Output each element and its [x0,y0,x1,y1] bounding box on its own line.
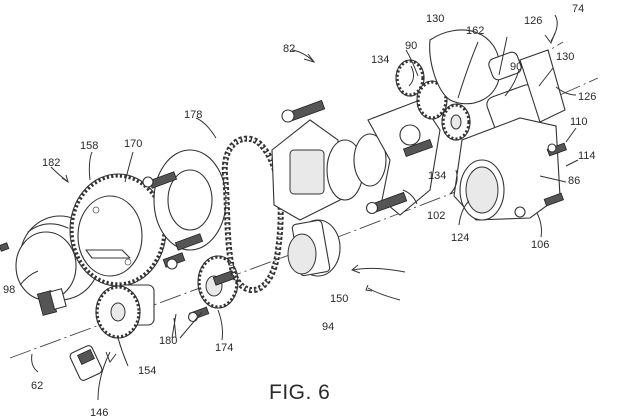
label-126-lower: 126 [578,91,597,103]
crank-sprocket-174 [187,255,239,323]
label-124: 124 [451,232,470,244]
axis-line-126-lower [559,77,599,96]
label-74: 74 [572,3,585,15]
hub-82 [271,99,387,221]
label-62: 62 [31,380,44,392]
idler-gear-154 [95,284,155,339]
tensioner-146 [69,345,103,381]
cam-sprocket-158 [69,173,167,287]
label-178: 178 [184,109,203,121]
label-130-lower: 130 [556,51,575,63]
label-182: 182 [42,157,61,169]
timing-chain-178 [221,135,284,294]
label-102: 102 [427,210,446,222]
bushing [287,219,341,277]
sprocket-cover [142,149,227,270]
housing-86 [453,117,567,221]
label-174: 174 [215,342,234,354]
label-114: 114 [578,150,596,162]
label-134-lower: 134 [428,170,447,182]
label-86: 86 [568,175,581,187]
figure-title: FIG. 6 [269,381,331,404]
axis-line-62 [9,239,331,359]
label-130-upper: 130 [426,13,445,25]
bracket-102 [365,99,441,216]
label-158: 158 [80,140,99,152]
gear-set-134-162 [395,59,471,141]
label-90-upper: 90 [405,40,418,52]
cam-lobe-130 [429,29,522,105]
label-162: 162 [466,25,485,37]
label-82: 82 [283,43,296,55]
label-170: 170 [124,138,143,150]
leader-lines [19,14,579,401]
label-90-lower: 90 [510,61,523,73]
label-126-upper: 126 [524,15,543,27]
label-134-upper: 134 [371,54,390,66]
label-180: 180 [159,335,178,347]
label-106: 106 [531,239,550,251]
label-94: 94 [322,321,335,333]
label-146: 146 [90,407,109,419]
label-110: 110 [570,116,588,128]
label-98: 98 [3,284,16,296]
label-150: 150 [330,293,349,305]
bolt-left [0,242,10,252]
label-154: 154 [138,365,157,377]
